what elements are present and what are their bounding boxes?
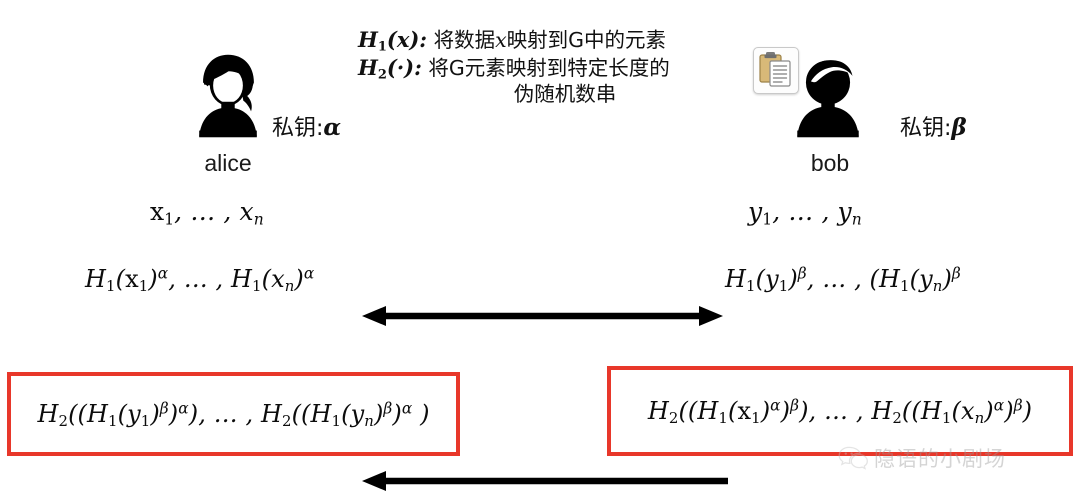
description-line2-text: 将G元素映射到特定长度的 (428, 55, 670, 80)
clipboard-paste-icon-glyph (759, 52, 791, 87)
result-arrow-left (360, 468, 730, 499)
clipboard-paste-icon[interactable] (753, 47, 799, 94)
male-avatar-icon (797, 60, 859, 138)
description-line-h1: H1(x): 将数据x映射到G中的元素 (350, 26, 780, 54)
bob-key-text: 私钥: (900, 116, 952, 141)
bob-result-box: H2((H1(x1)α)β), … , H2((H1(xn)α)β) (607, 366, 1073, 456)
bob-result-formula: H2((H1(x1)α)β), … , H2((H1(xn)α)β) (647, 396, 1033, 428)
h1-symbol: H1(x): (358, 27, 428, 55)
alice-result-box: H2((H1(y1)β)α), … , H2((H1(yn)β)α ) (7, 372, 460, 456)
description-line1-text-b: 映射到G中的元素 (506, 28, 667, 52)
left-pointing-arrow-icon (362, 471, 728, 491)
bob-masked-values: H1(y1)β, … , (H1(yn)β (725, 264, 961, 296)
bob-name: bob (810, 150, 850, 176)
double-headed-arrow-icon (362, 306, 723, 326)
description-line-h2: H2(·): 将G元素映射到特定长度的 (350, 54, 780, 82)
bob-avatar (780, 48, 876, 149)
description-line1-var: x (495, 28, 507, 52)
description-line3-text: 伪随机数串 (513, 82, 617, 107)
alice-name: alice (204, 150, 252, 176)
alice-masked-values: H1(x1)α, … , H1(xn)α (85, 264, 315, 296)
exchange-arrow-double (360, 302, 725, 335)
h2-symbol: H2(·): (358, 54, 422, 83)
watermark-text: 隐语的小剧场 (874, 447, 1006, 471)
wechat-logo-icon (838, 446, 868, 470)
alice-key-symbol: α (323, 114, 342, 141)
description-line1-text-a: 将数据 (433, 28, 496, 52)
bob-private-key-label: 私钥:β (900, 110, 967, 142)
hash-function-description: H1(x): 将数据x映射到G中的元素 H2(·): 将G元素映射到特定长度的 … (350, 26, 780, 108)
bob-input-sequence: y1, … , yn (748, 197, 862, 229)
watermark: 隐语的小剧场 (838, 443, 1006, 473)
alice-avatar (180, 48, 276, 149)
female-avatar-icon (199, 54, 257, 138)
alice-result-formula: H2((H1(y1)β)α), … , H2((H1(yn)β)α ) (37, 399, 430, 431)
alice-private-key-label: 私钥:α (272, 110, 341, 142)
alice-key-text: 私钥: (272, 116, 324, 141)
bob-key-symbol: β (951, 114, 967, 141)
alice-input-sequence: x1, … , xn (150, 197, 264, 229)
